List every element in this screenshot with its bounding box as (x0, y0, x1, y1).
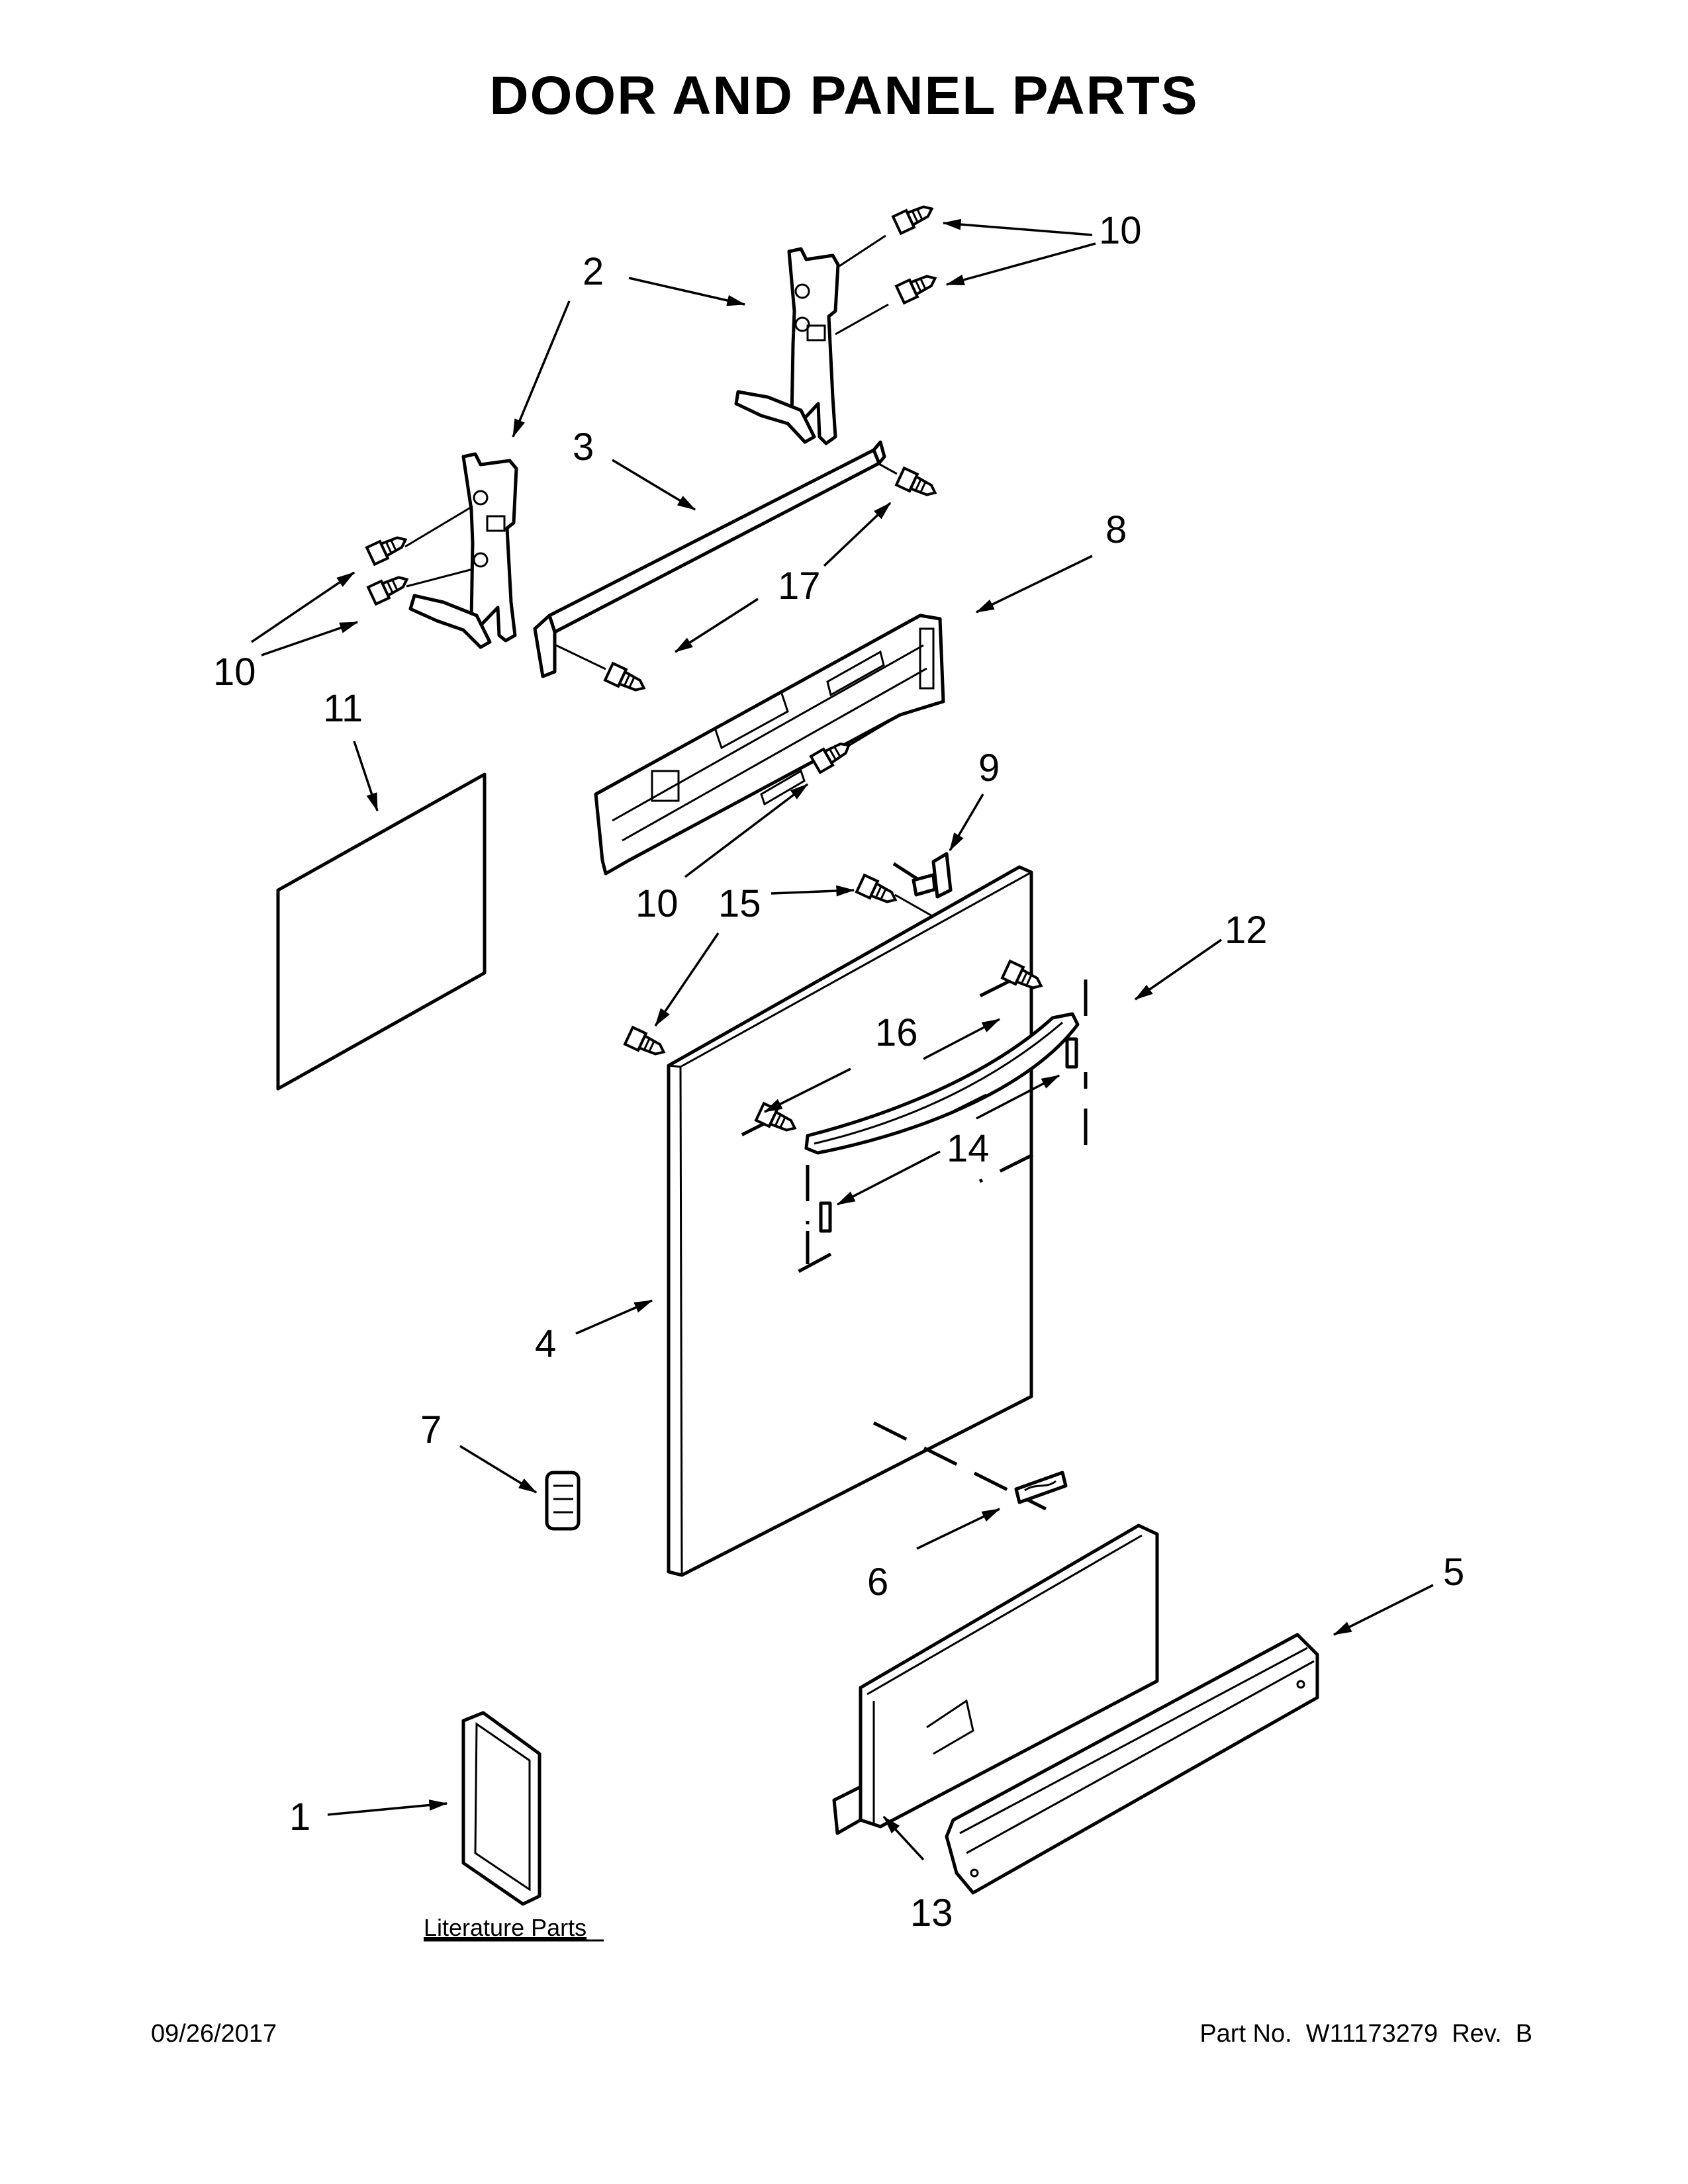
callout-16: 16 (875, 1011, 918, 1054)
callout-13: 13 (910, 1891, 953, 1934)
pin-lower (819, 1201, 832, 1233)
vent-bracket (912, 852, 953, 899)
screw-icon (895, 268, 941, 304)
callout-8: 8 (1105, 508, 1127, 551)
callout-2: 2 (583, 250, 604, 293)
callout-labels: 10 2 3 8 17 10 11 9 10 15 12 16 14 4 7 6… (213, 209, 1464, 1934)
footer-part-number: Part No. W11173279 Rev. B (1199, 2020, 1532, 2048)
screw-icon (624, 1026, 669, 1062)
brand-badge (1014, 1471, 1068, 1504)
hinge-bracket-right (734, 247, 840, 445)
callout-10: 10 (635, 882, 679, 925)
toe-kick-plate (945, 1633, 1319, 1895)
door-handle (804, 1012, 1080, 1155)
callout-4: 4 (535, 1322, 556, 1365)
callout-9: 9 (978, 747, 1000, 790)
callout-12: 12 (1225, 909, 1268, 952)
page-title: DOOR AND PANEL PARTS (489, 66, 1199, 126)
callout-6: 6 (867, 1561, 888, 1604)
leader-arrows (251, 218, 1434, 1861)
screw-icon (895, 467, 941, 503)
lower-access-panel (832, 1524, 1159, 1835)
callout-10: 10 (1099, 209, 1142, 252)
callout-14: 14 (947, 1127, 990, 1170)
screw-connectors (404, 234, 934, 918)
door-button-cap (545, 1471, 581, 1531)
literature-parts-label: Literature Parts (424, 1914, 586, 1941)
callout-3: 3 (573, 426, 594, 469)
screw-icon (365, 529, 411, 566)
callout-1: 1 (289, 1796, 310, 1839)
screw-icon (855, 874, 901, 910)
literature-booklet (461, 1711, 541, 1906)
insulation-panel (276, 772, 487, 1091)
screw-icon (892, 199, 937, 235)
hinge-bracket-left (408, 452, 518, 649)
callout-15: 15 (718, 882, 761, 925)
callout-7: 7 (420, 1408, 442, 1451)
outer-door-panel (667, 865, 1033, 1577)
footer-date: 09/26/2017 (151, 2020, 277, 2048)
callout-11: 11 (323, 687, 363, 730)
screw-icon (604, 662, 649, 698)
callout-10: 10 (213, 651, 256, 694)
callout-5: 5 (1443, 1551, 1464, 1594)
pin-upper (1065, 1037, 1078, 1069)
control-panel-assembly (594, 614, 945, 876)
screw-icon (367, 569, 412, 606)
callout-17: 17 (778, 565, 821, 608)
